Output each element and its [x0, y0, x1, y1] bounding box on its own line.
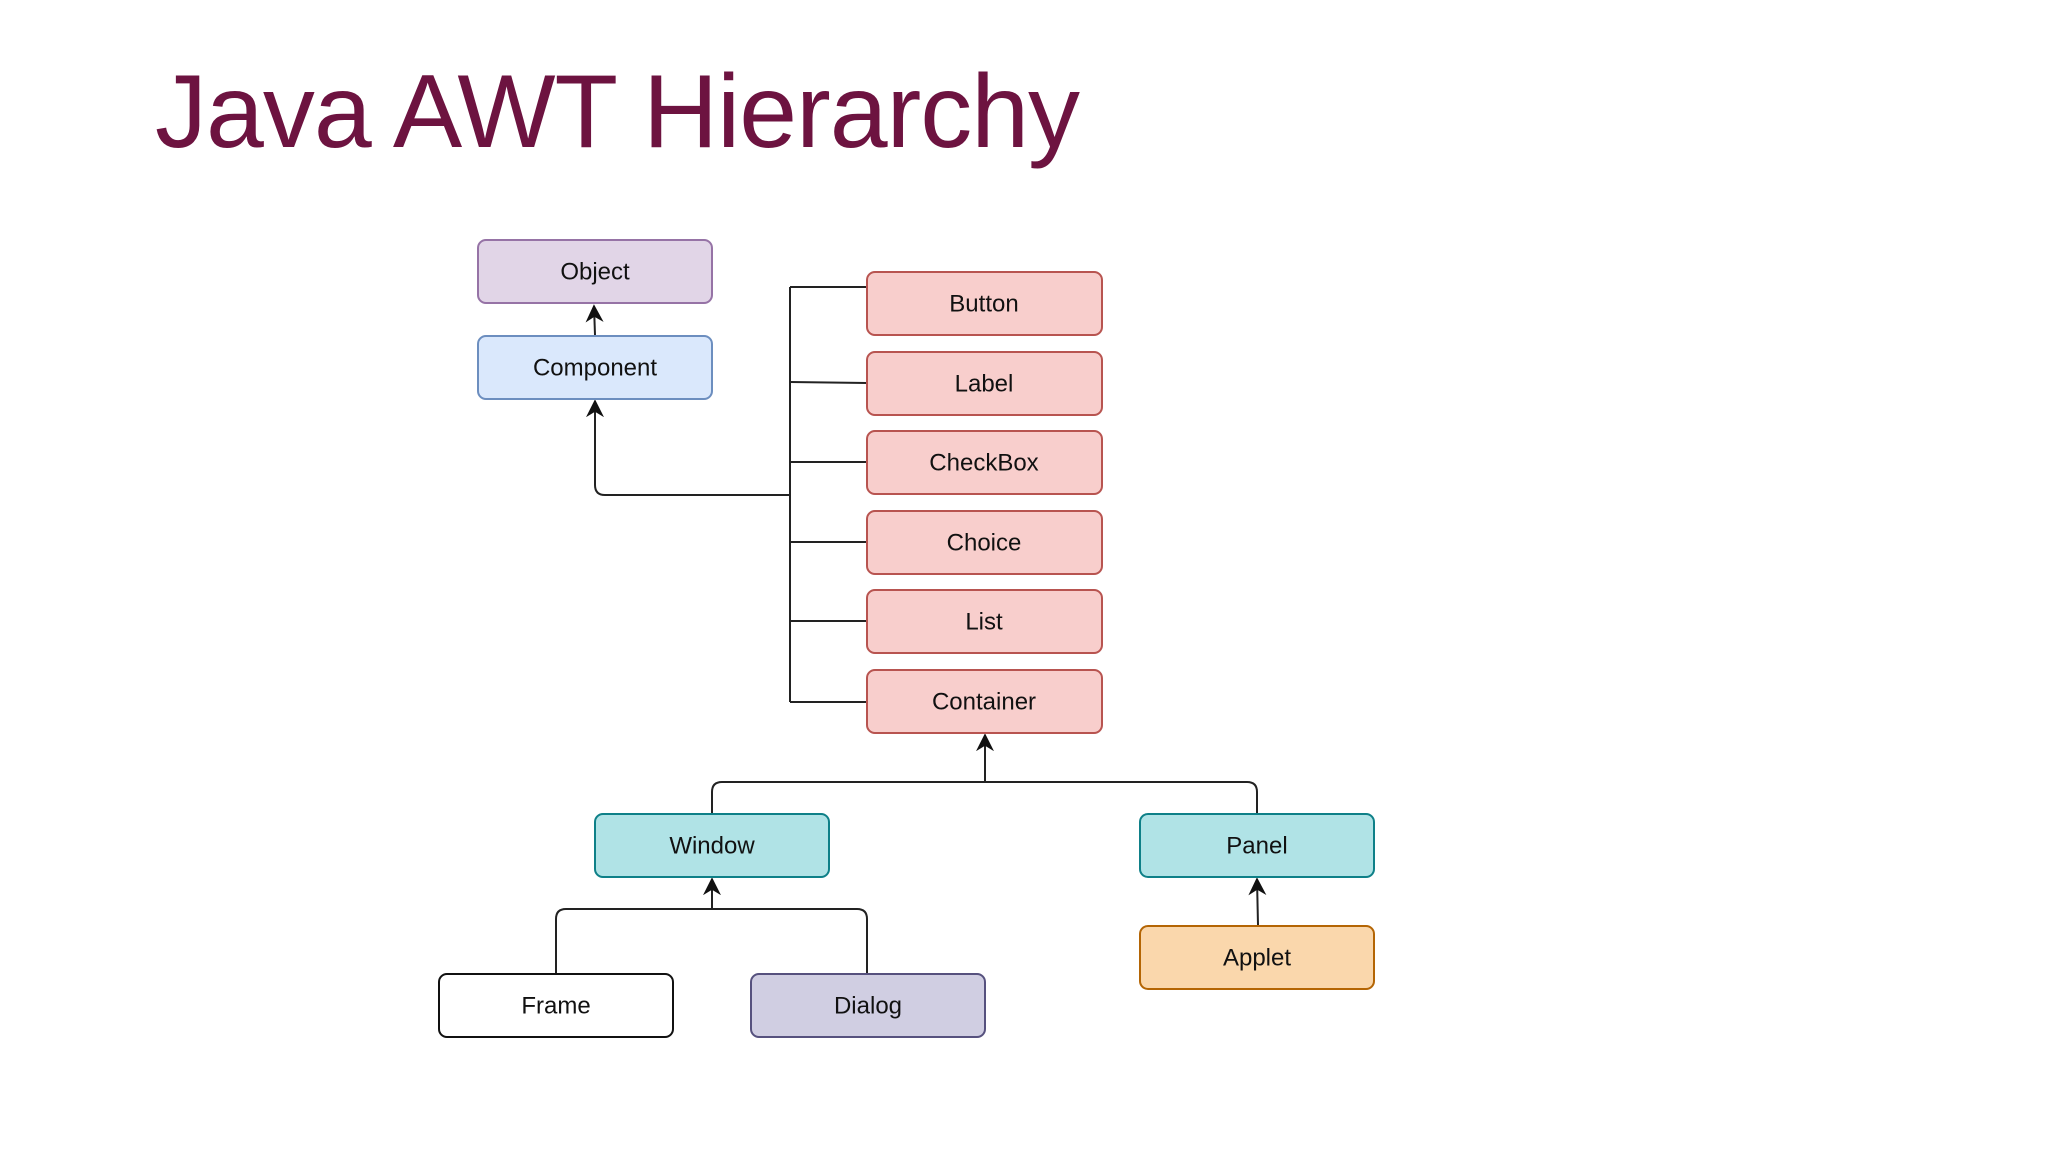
node-button: Button	[866, 271, 1103, 336]
connector-controls-to-component	[586, 399, 790, 496]
connector-applet-to-panel	[1248, 877, 1267, 926]
node-label-label: Label	[955, 371, 1014, 398]
node-applet-label: Applet	[1223, 945, 1291, 972]
node-applet: Applet	[1139, 925, 1375, 990]
node-container-label: Container	[932, 689, 1036, 716]
node-component-label: Component	[533, 355, 657, 382]
node-list-label: List	[965, 609, 1003, 636]
node-object-label: Object	[560, 259, 630, 286]
connector-frame-dialog-bracket	[555, 908, 868, 973]
node-component: Component	[477, 335, 713, 400]
node-dialog-label: Dialog	[834, 993, 902, 1020]
node-window: Window	[594, 813, 830, 878]
node-checkbox: CheckBox	[866, 430, 1103, 495]
connectors	[555, 286, 1267, 973]
node-window-label: Window	[669, 833, 755, 860]
node-panel-label: Panel	[1226, 833, 1287, 860]
node-choice-label: Choice	[947, 530, 1022, 557]
node-list: List	[866, 589, 1103, 654]
node-label: Label	[866, 351, 1103, 416]
connector-window-panel-bracket	[711, 781, 1258, 813]
node-button-label: Button	[949, 291, 1018, 318]
node-dialog: Dialog	[750, 973, 986, 1038]
node-frame: Frame	[438, 973, 674, 1038]
node-container: Container	[866, 669, 1103, 734]
node-panel: Panel	[1139, 813, 1375, 878]
connector-component-to-object	[585, 304, 604, 336]
node-frame-label: Frame	[521, 993, 590, 1020]
node-checkbox-label: CheckBox	[929, 450, 1038, 477]
node-object: Object	[477, 239, 713, 304]
connector-bracket-label	[789, 381, 868, 384]
node-choice: Choice	[866, 510, 1103, 575]
slide-title: Java AWT Hierarchy	[155, 54, 1080, 170]
